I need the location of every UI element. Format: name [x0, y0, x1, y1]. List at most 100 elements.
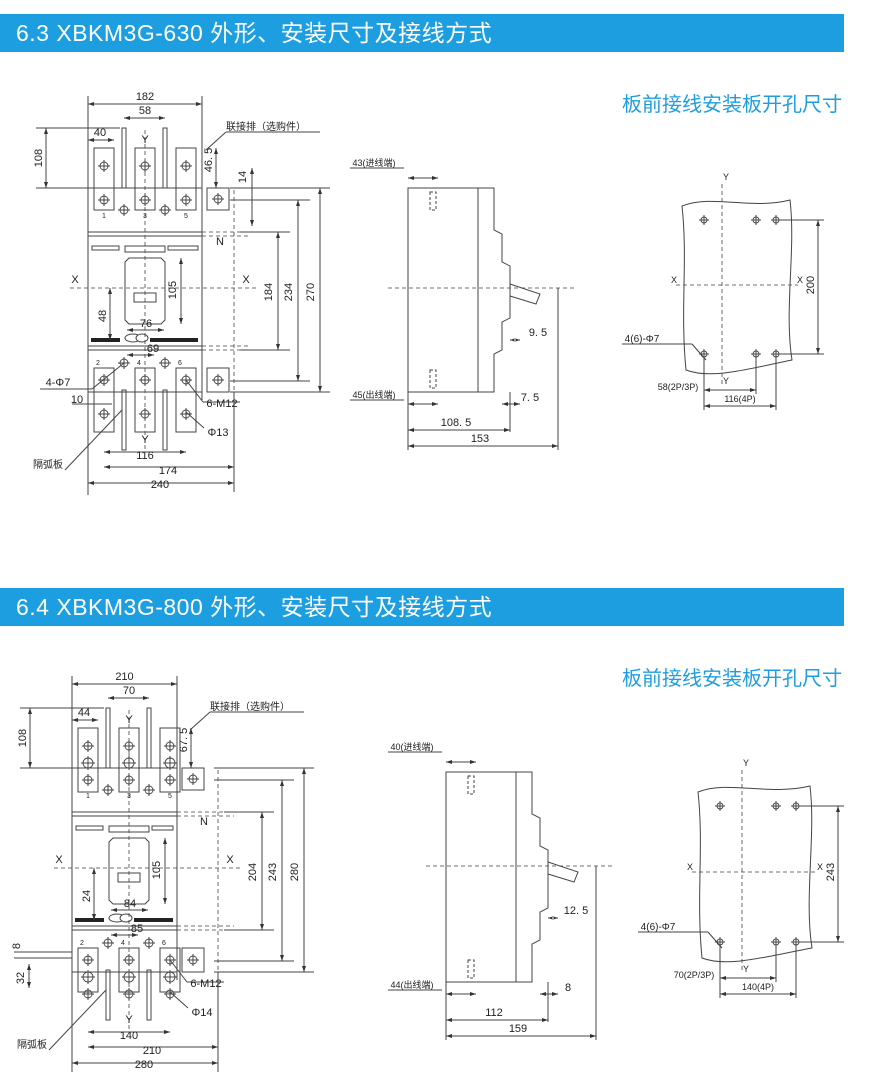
dim-button-offset: 24 [81, 890, 93, 902]
dimension-arrow [502, 402, 520, 406]
dim-overall-height: 270 [305, 283, 317, 301]
mounting-plate-outline [697, 785, 813, 963]
dimension-arrow [108, 288, 112, 340]
dimension-arrow [44, 128, 48, 188]
cover-slot [167, 245, 199, 251]
dim-link-bar-height: 46. 5 [203, 148, 215, 172]
pole-number-bottom: 6 [162, 940, 166, 947]
dim-barrier-pitch: 58 [139, 105, 151, 117]
terminal-plate-bottom [134, 367, 156, 433]
dim-terminal-span: 174 [159, 465, 177, 477]
dimension-arrow [127, 353, 154, 357]
plate-axis-x: X [817, 862, 823, 872]
dimension-arrow [28, 708, 32, 768]
leader [91, 362, 125, 390]
pole-number-bottom: 6 [178, 360, 182, 367]
dimension-arrow [88, 138, 114, 142]
dimension-arrow [704, 388, 756, 392]
leader [185, 379, 204, 403]
dim-cover-step: 8 [565, 982, 571, 994]
dim-overall-height: 280 [289, 863, 301, 881]
label-link-bar: 联接排（选购件） [210, 700, 290, 713]
neutral-terminal-bottom [181, 947, 205, 973]
dim-total-depth: 159 [509, 1023, 527, 1035]
dimension-arrow [111, 933, 138, 937]
label-arc-barrier: 隔弧板 [17, 1038, 47, 1051]
dim-handle-height: 105 [151, 861, 163, 879]
dim-overall-width-top: 182 [136, 91, 154, 103]
mounting-plate-outline [681, 199, 793, 375]
side-terminal-hidden [429, 369, 437, 389]
panel-cutout-title-630: 板前接线安装板开孔尺寸 [622, 92, 842, 116]
handle-window [108, 837, 150, 905]
plate-axis-y: Y [723, 172, 729, 182]
arc-barrier-bottom [146, 969, 152, 1021]
terminal-plate-top [118, 727, 140, 793]
dimension-arrow [72, 718, 98, 722]
pole-number-top: 3 [127, 793, 131, 800]
dim-line-side-in: 40(进线端) [390, 741, 433, 752]
dim-cover-step: 7. 5 [521, 392, 539, 404]
terminal-plate-top [134, 147, 156, 211]
leader [169, 991, 189, 1009]
pole-number-top: 5 [184, 213, 188, 220]
rail-bar [75, 918, 104, 922]
dim-plate-pitch-4p: 140(4P) [742, 982, 774, 992]
dim-hole-offset: 10 [71, 394, 83, 406]
dim-handle-offset: 12. 5 [564, 905, 588, 917]
dim-button-spacing: 69 [147, 343, 159, 355]
axis-label-x: X [55, 854, 63, 866]
dimension-arrow [92, 868, 96, 920]
pole-number-top: 1 [102, 213, 106, 220]
dim-button-spacing: 85 [131, 923, 143, 935]
dim-button-offset: 48 [97, 310, 109, 322]
terminal-plate-top [159, 727, 181, 793]
dim-link-bar-height: 67. 5 [178, 728, 190, 752]
terminal-plate-bottom [175, 367, 197, 433]
dim-body-depth: 112 [485, 1007, 503, 1019]
label-hole-diameter: Φ14 [191, 1007, 212, 1019]
dim-overall-width-top: 210 [115, 671, 133, 683]
arc-barrier-top [146, 707, 152, 769]
dim-terminal-offset: 8 [11, 943, 23, 949]
side-terminal-hidden [467, 775, 475, 795]
dimension-arrow [540, 992, 558, 996]
terminal-plate-bottom [93, 367, 115, 433]
cover-slot [91, 245, 120, 251]
dim-terminal-spacing: 234 [283, 283, 295, 301]
dim-hole-pitch: 32 [15, 972, 27, 984]
dim-band-spacing: 204 [247, 863, 259, 881]
leader [205, 131, 227, 151]
rail-bar [150, 338, 198, 342]
axis-label-y: Y [141, 134, 149, 146]
label-plate-holes: 4(6)-Φ7 [641, 922, 676, 933]
dim-inner-pitch: 140 [120, 1030, 138, 1042]
neutral-terminal-bottom [206, 367, 230, 393]
pole-number-bottom: 4 [121, 940, 125, 947]
terminal-plate-top [175, 147, 197, 211]
dim-plate-pitch-3p: 58(2P/3P) [658, 382, 699, 392]
axis-label-x: X [71, 274, 79, 286]
plate-axis-y: Y [723, 376, 729, 386]
axis-label-x: X [226, 854, 234, 866]
dim-top-height: 108 [33, 149, 45, 167]
axis-label-y: Y [125, 714, 133, 726]
label-mounting-holes: 4-Φ7 [46, 377, 71, 389]
dim-load-side-out: 44(出线端) [390, 979, 433, 990]
plate-axis-y: Y [743, 964, 749, 974]
side-view-handle [547, 861, 579, 883]
side-view-handle [509, 283, 541, 305]
dim-overall-width-bottom: 240 [151, 479, 169, 491]
pole-number-bottom: 2 [96, 360, 100, 367]
dim-plate-hole-height: 243 [825, 863, 837, 881]
axis-label-y: Y [141, 434, 149, 446]
dimension-arrow [548, 916, 558, 920]
dim-plate-width: 44 [78, 707, 90, 719]
dim-body-depth: 108. 5 [441, 417, 472, 429]
dim-plate-pitch-3p: 70(2P/3P) [674, 970, 715, 980]
dim-overall-width-bottom: 280 [135, 1059, 153, 1071]
dimension-arrow [408, 176, 438, 180]
cover-slot [75, 825, 104, 831]
pole-number-bottom: 4 [137, 360, 141, 367]
arc-barrier-bottom [105, 969, 111, 1021]
